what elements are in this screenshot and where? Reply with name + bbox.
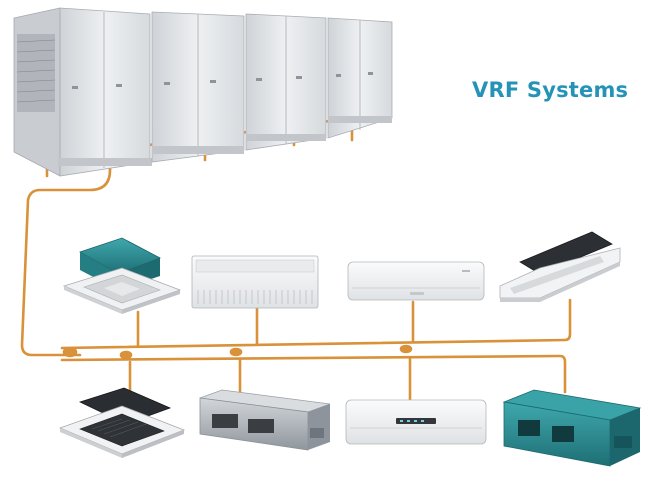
pipe-junction-4 — [399, 344, 413, 354]
pipe-junction-2 — [119, 350, 133, 360]
one-way-cassette-unit — [499, 231, 621, 302]
refrigerant-pipes — [20, 116, 572, 402]
pipe-main-trunk — [20, 168, 112, 357]
cassette-unit-teal — [62, 237, 182, 314]
outdoor-unit-4 — [327, 17, 393, 139]
outdoor-unit-2 — [151, 11, 245, 163]
wall-mounted-unit-display — [345, 399, 487, 445]
ceiling-floor-unit — [191, 255, 319, 309]
pipe-upper-header — [60, 298, 572, 350]
outdoor-units — [13, 7, 393, 177]
ducted-unit-teal — [502, 389, 642, 467]
pipe-lower-header — [60, 354, 567, 394]
cassette-unit-dark — [58, 387, 186, 458]
outdoor-unit-3 — [245, 13, 327, 151]
ducted-unit-steel — [199, 389, 331, 451]
pipe-junction-1 — [62, 346, 78, 358]
diagram-title: VRF Systems — [472, 78, 629, 102]
wall-mounted-unit — [347, 261, 485, 301]
outdoor-unit-1 — [13, 7, 152, 177]
pipe-junction-3 — [229, 347, 243, 357]
